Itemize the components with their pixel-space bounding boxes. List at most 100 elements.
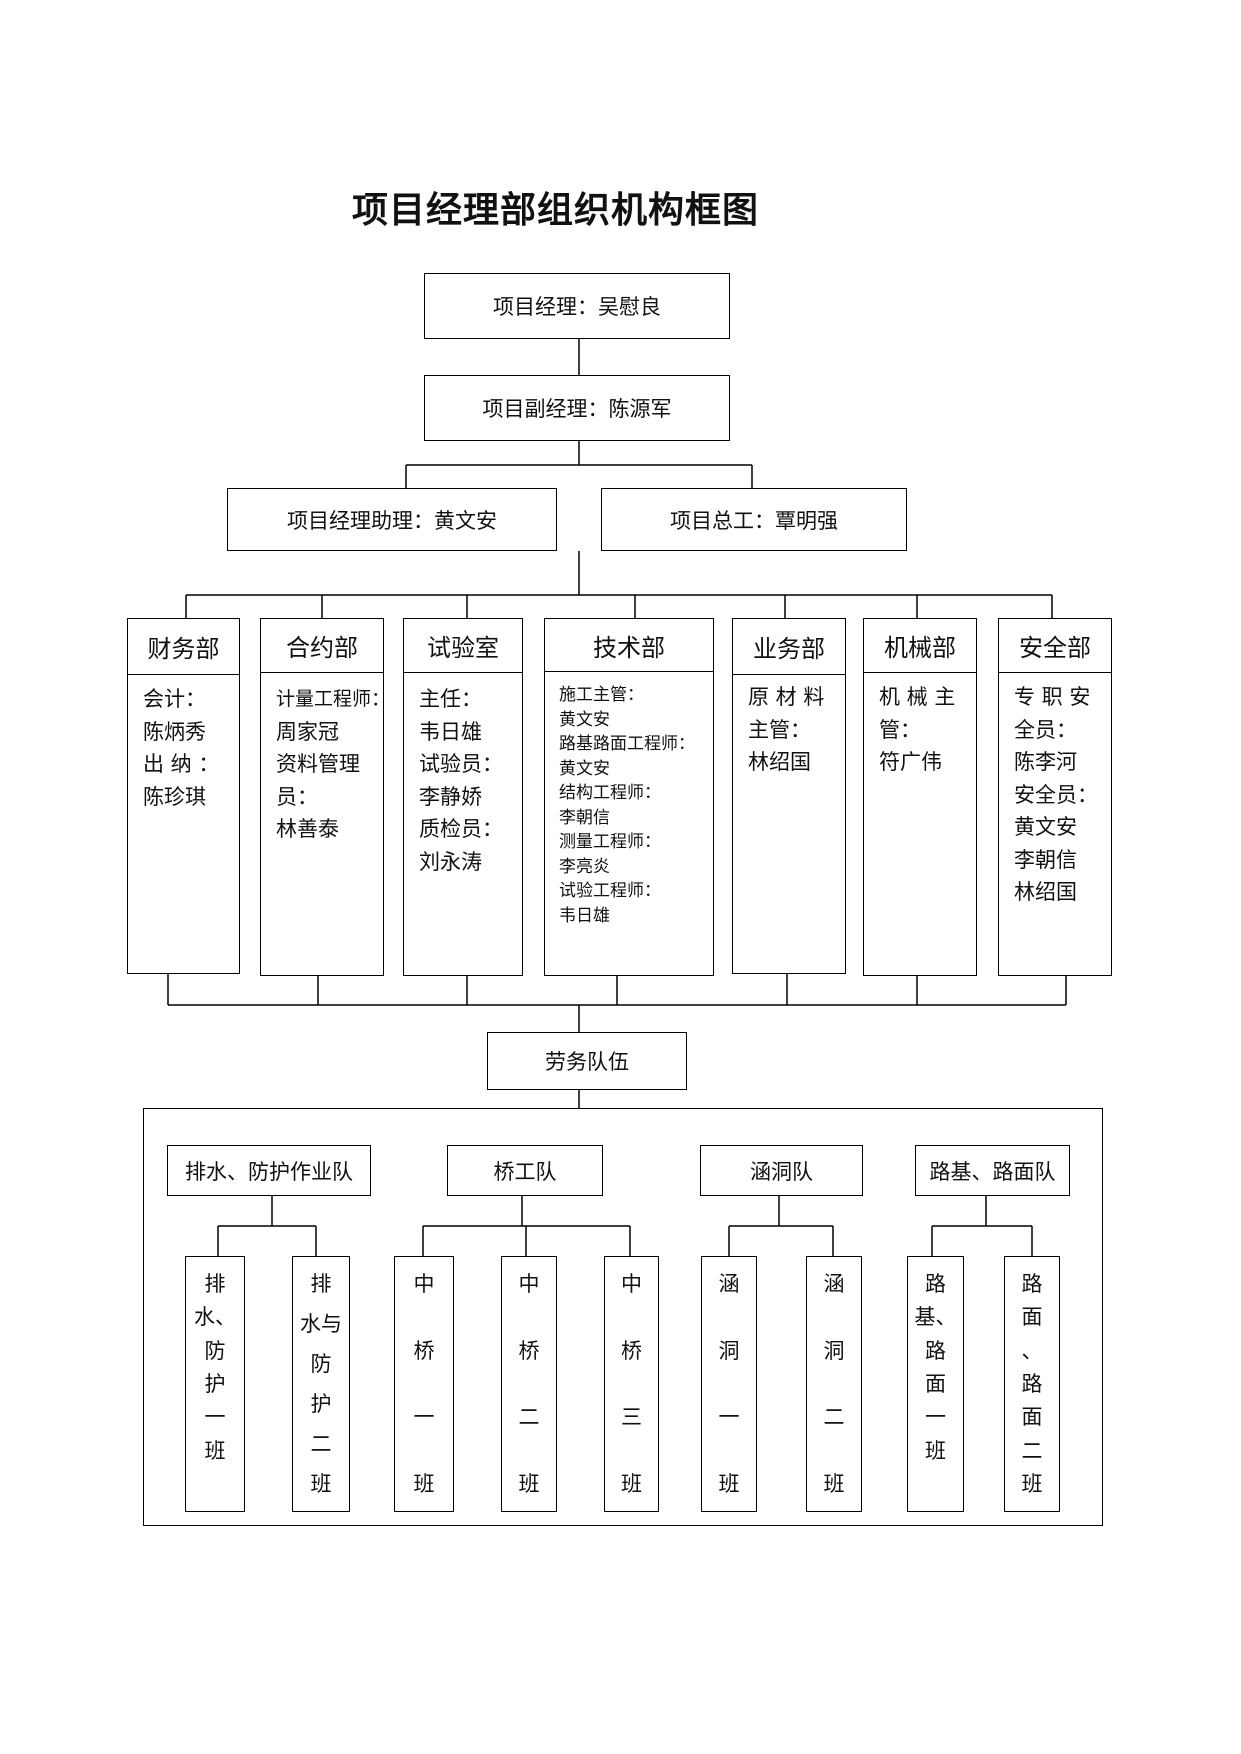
crew-char: 路 — [1021, 1272, 1043, 1296]
member-line: 符广伟 — [879, 750, 942, 774]
member-line: 陈珍琪 — [143, 784, 206, 809]
crew-char: 班 — [518, 1471, 540, 1496]
department-name: 业务部 — [733, 619, 845, 675]
department-members: 会计： 陈炳秀 出 纳 ： 陈珍琪 — [143, 683, 235, 813]
member-line: 结构工程师： — [559, 783, 661, 803]
crew-char: 中 — [413, 1272, 435, 1296]
crew-char: 班 — [413, 1471, 435, 1496]
department-safety: 安全部 专 职 安 全员： 陈李河 安全员： 黄文安 李朝信 林绍国 — [998, 618, 1112, 976]
crew-char: 护 — [204, 1371, 226, 1396]
crew-char: 洞 — [718, 1338, 740, 1363]
member-line: 管： — [879, 717, 921, 742]
crew-char: 一 — [413, 1405, 435, 1430]
manager-label: 项目经理：吴慰良 — [493, 295, 661, 319]
deputy-manager-label: 项目副经理：陈源军 — [482, 397, 672, 421]
assistant-label: 项目经理助理：黄文安 — [287, 508, 497, 533]
crew-char: 路 — [925, 1272, 946, 1296]
member-line: 韦日雄 — [559, 905, 610, 926]
crew-char: 桥 — [413, 1338, 435, 1363]
crew-char: 一 — [718, 1405, 740, 1430]
member-line: 主管： — [748, 717, 811, 742]
crew-char: 班 — [718, 1471, 740, 1496]
member-line: 质检员： — [419, 817, 503, 841]
department-technical: 技术部 施工主管： 黄文安 路基路面工程师： 黄文安 结构工程师： 李朝信 测量… — [544, 618, 714, 976]
department-name: 试验室 — [404, 619, 522, 673]
crew-char: 面 — [925, 1371, 946, 1396]
member-line: 原 材 料 — [748, 685, 825, 709]
crew-char: 路 — [925, 1338, 946, 1363]
member-line: 李亮炎 — [559, 856, 610, 877]
department-business: 业务部 原 材 料 主管： 林绍国 — [732, 618, 846, 974]
crew-char: 二 — [518, 1405, 540, 1430]
member-line: 韦日雄 — [419, 719, 482, 744]
crew-char: 水与 — [300, 1312, 342, 1336]
department-name: 机械部 — [864, 619, 976, 673]
member-line: 路基路面工程师： — [559, 734, 695, 754]
crew-char: 路 — [1021, 1371, 1043, 1396]
member-line: 黄文安 — [1014, 815, 1077, 839]
crew-char: 一 — [204, 1405, 226, 1430]
member-line: 计量工程师： — [276, 688, 391, 710]
crew-char: 班 — [204, 1438, 226, 1463]
member-line: 刘永涛 — [419, 849, 482, 874]
crew-char: 涵 — [718, 1272, 740, 1296]
manager-box: 项目经理：吴慰良 — [424, 273, 730, 339]
crew-char: 护 — [310, 1392, 332, 1416]
crew-char: 防 — [310, 1352, 332, 1376]
department-name: 合约部 — [261, 619, 383, 673]
crew-char: 、 — [1021, 1338, 1043, 1363]
teams-frame — [143, 1108, 1103, 1526]
crew-char: 排 — [204, 1272, 226, 1296]
crew-drainage-1: 排 水、 防 护 一 班 · — [185, 1256, 245, 1512]
member-line: 试验员： — [419, 752, 503, 776]
team-bridge: 桥工队 — [447, 1145, 603, 1196]
member-line: 黄文安 — [559, 758, 610, 779]
crew-char: 排 — [310, 1272, 332, 1296]
crew-char: 水、 — [194, 1305, 236, 1330]
member-line: 会计： — [143, 687, 206, 711]
member-line: 全员： — [1014, 717, 1077, 742]
department-lab: 试验室 主任： 韦日雄 试验员： 李静娇 质检员： 刘永涛 — [403, 618, 523, 976]
member-line: 李朝信 — [1014, 847, 1077, 872]
crew-char: 桥 — [621, 1338, 642, 1363]
crew-char: 基、 — [914, 1305, 957, 1330]
chief-engineer-label: 项目总工：覃明强 — [670, 508, 838, 533]
department-members: 计量工程师： 周家冠 资料管理 员： 林善泰 — [276, 683, 391, 846]
crew-char: 中 — [518, 1272, 540, 1296]
member-line: 李静娇 — [419, 784, 482, 809]
member-line: 施工主管： — [559, 685, 644, 705]
crew-char: 中 — [621, 1272, 642, 1296]
member-line: 林善泰 — [276, 817, 339, 841]
crew-char: 二 — [310, 1432, 332, 1456]
team-name: 排水、防护作业队 — [185, 1159, 353, 1184]
member-line: 资料管理 — [276, 752, 360, 776]
department-members: 机 械 主 管： 符广伟 — [879, 681, 972, 779]
crew-pavement-1: 路 基、 路 面 一 班 · — [907, 1256, 964, 1512]
deputy-manager-box: 项目副经理：陈源军 — [424, 375, 730, 441]
member-line: 试验工程师： — [559, 881, 661, 901]
crew-char: 一 — [925, 1405, 946, 1430]
crew-char: 三 — [621, 1405, 642, 1430]
chief-engineer-box: 项目总工：覃明强 — [601, 488, 907, 551]
member-line: 陈李河 — [1014, 750, 1077, 774]
department-contract: 合约部 计量工程师： 周家冠 资料管理 员： 林善泰 — [260, 618, 391, 976]
crew-char: 二 — [1021, 1438, 1043, 1463]
team-drainage-protection: 排水、防护作业队 — [167, 1145, 371, 1196]
member-line: 主任： — [419, 687, 482, 711]
member-line: 测量工程师： — [559, 832, 661, 852]
department-name: 财务部 — [128, 619, 239, 675]
member-line: 黄文安 — [559, 709, 610, 730]
member-line: 员： — [276, 784, 318, 809]
crew-culvert-1: 涵 洞 一 班 — [701, 1256, 757, 1512]
labor-label: 劳务队伍 — [545, 1050, 629, 1074]
crew-char: 班 — [1021, 1471, 1043, 1496]
crew-drainage-2: 排 水与 防 护 二 班 — [292, 1256, 350, 1512]
member-line: 陈炳秀 — [143, 719, 206, 744]
team-name: 涵洞队 — [750, 1159, 813, 1184]
crew-char: 面 — [1021, 1305, 1043, 1330]
crew-char: 班 — [823, 1471, 845, 1496]
department-members: 主任： 韦日雄 试验员： 李静娇 质检员： 刘永涛 — [419, 683, 518, 878]
department-name: 安全部 — [999, 619, 1111, 673]
crew-char: 班 — [310, 1472, 332, 1496]
team-culvert: 涵洞队 — [700, 1145, 863, 1196]
